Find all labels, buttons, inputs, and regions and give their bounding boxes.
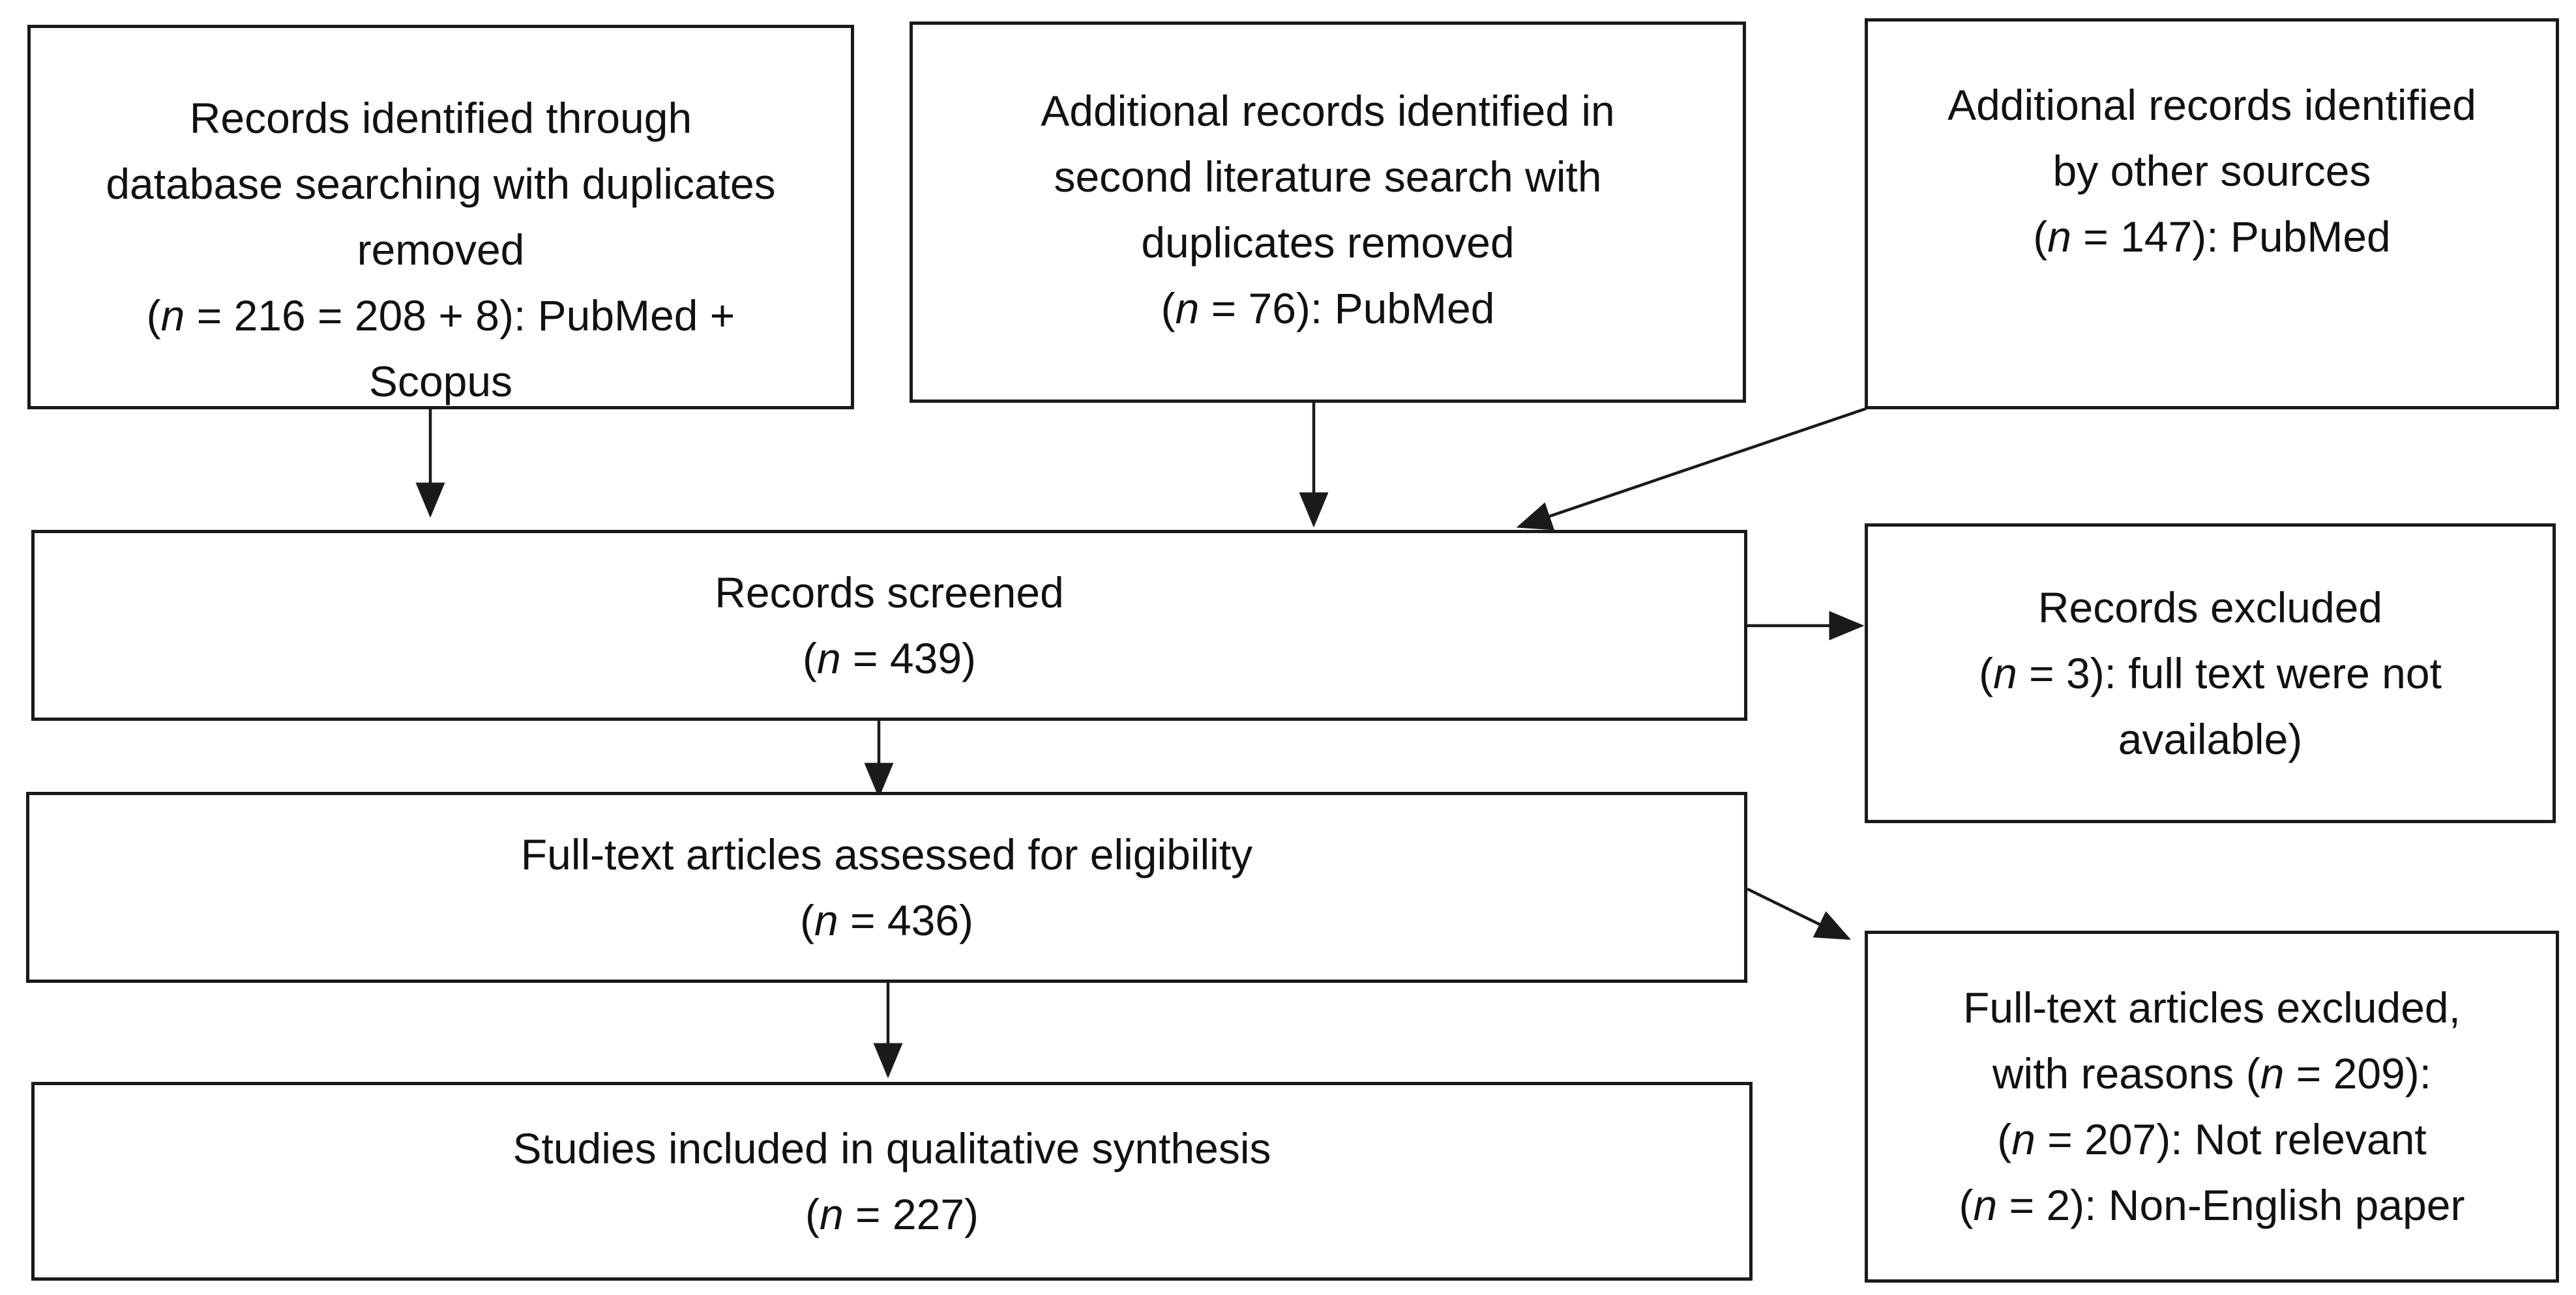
- records-identified-database-box: Records identified through database sear…: [27, 25, 854, 409]
- box-line: second literature search with: [1054, 153, 1602, 201]
- additional-records-other-sources-box: Additional records identified by other s…: [1865, 18, 2559, 409]
- box-line: Scopus: [368, 357, 513, 405]
- box-line: (n = 227): [805, 1189, 979, 1238]
- box-line: (n = 3): full text were not: [1979, 648, 2442, 697]
- additional-records-second-search-box: Additional records identified in second …: [910, 22, 1746, 403]
- box-line: (n = 439): [802, 633, 977, 682]
- box-line: (n = 2): Non-English paper: [1959, 1181, 2465, 1229]
- box-line: Studies included in qualitative synthesi…: [512, 1124, 1271, 1172]
- box-line: duplicates removed: [1141, 218, 1515, 267]
- box-line: Records identified through: [189, 94, 692, 142]
- box-line: available): [2118, 714, 2303, 763]
- box-line: (n = 207): Not relevant: [1997, 1115, 2427, 1163]
- arrow-fulltext-to-excluded: [1747, 887, 1852, 940]
- full-text-assessed-box: Full-text articles assessed for eligibil…: [26, 792, 1747, 983]
- box-line: Records excluded: [2037, 583, 2383, 632]
- full-text-excluded-box: Full-text articles excluded, with reason…: [1865, 931, 2559, 1283]
- box-line: (n = 147): PubMed: [2033, 212, 2391, 261]
- box-line: (n = 216 = 208 + 8): PubMed +: [146, 291, 735, 340]
- studies-included-box: Studies included in qualitative synthesi…: [31, 1082, 1753, 1281]
- box-line: database searching with duplicates: [106, 160, 776, 208]
- box-line: (n = 436): [799, 895, 974, 944]
- box-line: Full-text articles assessed for eligibil…: [520, 830, 1253, 879]
- records-screened-box: Records screened (n = 439): [31, 530, 1747, 721]
- box-line: by other sources: [2052, 147, 2371, 195]
- box-line: (n = 76): PubMed: [1161, 284, 1495, 332]
- box-line: Full-text articles excluded,: [1963, 983, 2461, 1032]
- box-line: Additional records identified in: [1041, 87, 1615, 135]
- box-line: with reasons (n = 209):: [1992, 1049, 2432, 1098]
- records-excluded-box: Records excluded (n = 3): full text were…: [1865, 523, 2556, 823]
- box-line: Additional records identified: [1947, 81, 2476, 129]
- box-line: removed: [357, 226, 525, 274]
- arrow-other-to-screened: [1516, 407, 1867, 531]
- box-line: Records screened: [715, 568, 1064, 617]
